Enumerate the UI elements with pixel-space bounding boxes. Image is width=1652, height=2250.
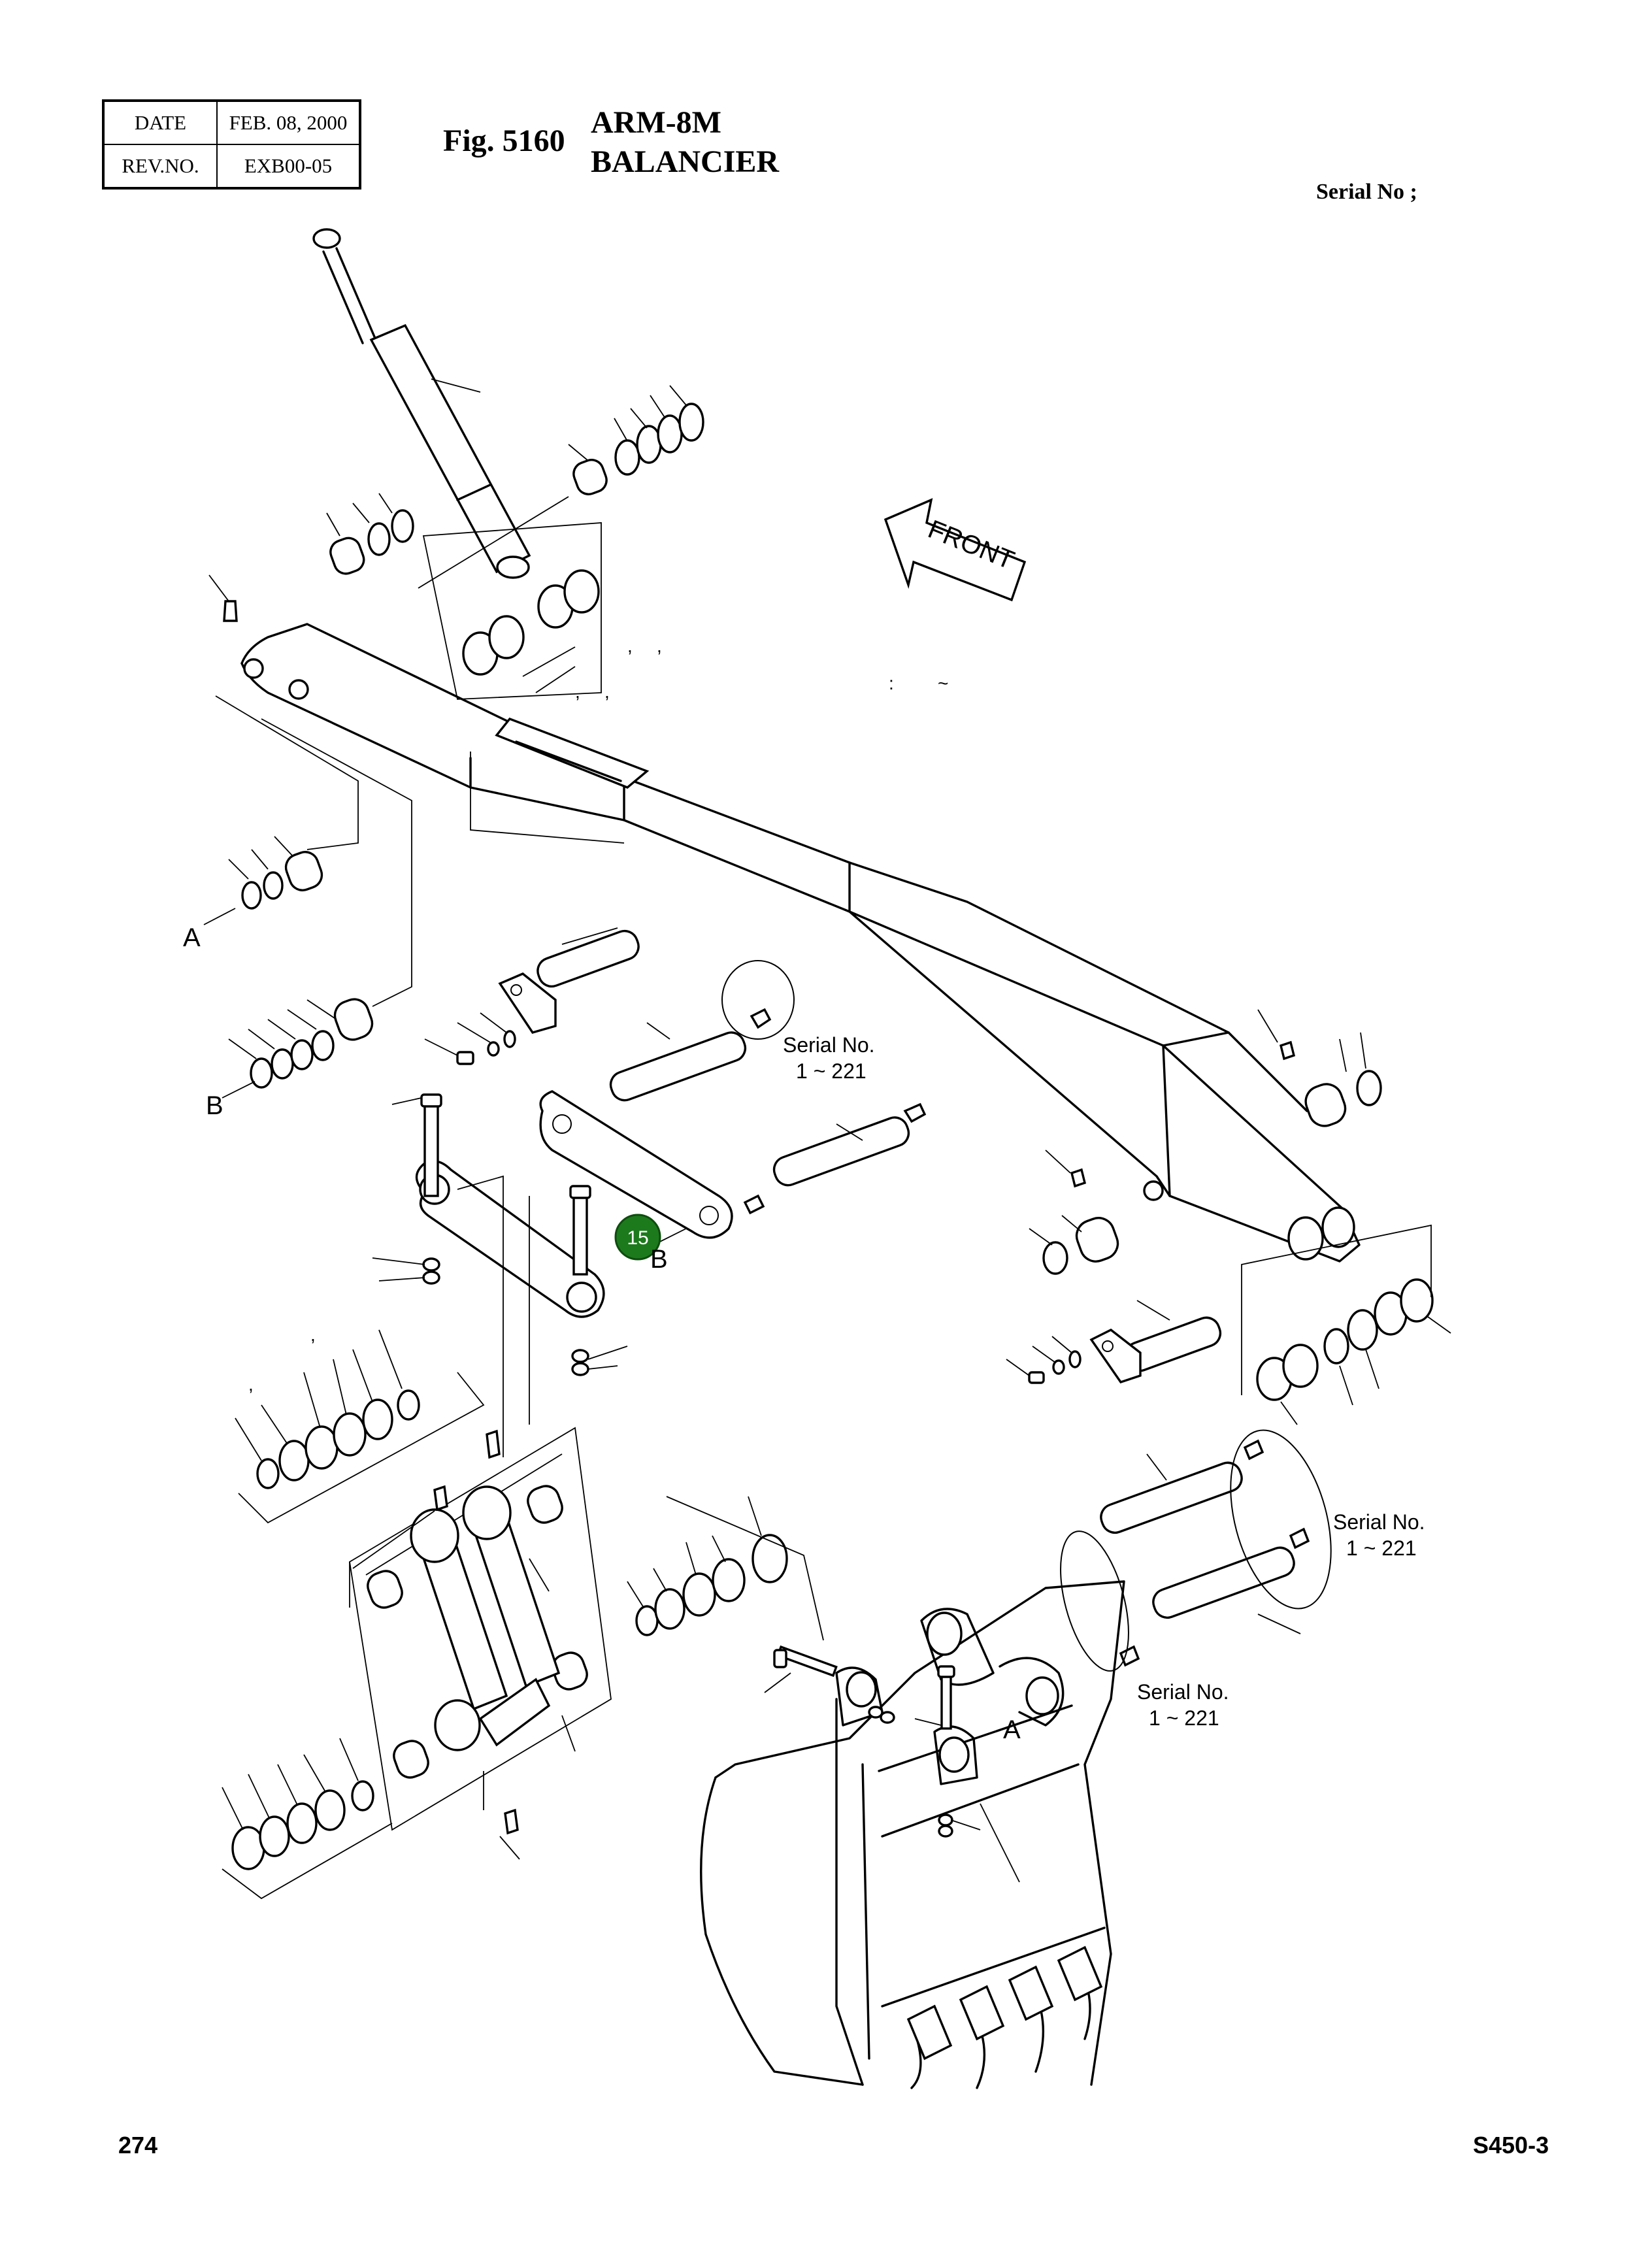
text-comma-2: , <box>657 636 662 656</box>
figure-title: ARM-8M BALANCIER <box>591 103 779 182</box>
figure-title-line2: BALANCIER <box>591 144 780 179</box>
serial-note-3: Serial No. 1 ~ 221 <box>1137 1680 1229 1730</box>
serial-note-1-line2: 1 ~ 221 <box>796 1059 867 1083</box>
item-badge-number: 15 <box>627 1227 648 1249</box>
text-comma-6: , <box>248 1374 254 1395</box>
date-value: FEB. 08, 2000 <box>216 100 361 145</box>
rev-value: EXB00-05 <box>216 144 361 189</box>
revision-info-table: DATE FEB. 08, 2000 REV.NO. EXB00-05 <box>102 99 361 190</box>
label-b-left: B <box>206 1091 223 1120</box>
serial-note-2-line1: Serial No. <box>1333 1510 1425 1534</box>
bushing-group-right-upper <box>1304 1032 1382 1127</box>
text-comma-5: , <box>310 1325 316 1345</box>
washer-set-top-right <box>568 385 704 495</box>
washer-set-right <box>1241 1224 1451 1425</box>
hydraulic-cylinder <box>312 228 531 579</box>
grease-nipple-top-left <box>208 574 238 622</box>
pin-with-plate-left <box>424 927 640 1065</box>
model-number: S450-3 <box>1473 2132 1549 2159</box>
arm-body <box>240 623 1361 1263</box>
washer-stack-bottom-left <box>222 1738 393 1900</box>
pin-with-plate-right <box>1006 1300 1222 1384</box>
pin-bucket-upper <box>1100 1439 1264 1534</box>
grease-nipples-right <box>1045 1009 1296 1188</box>
serial-note-2: Serial No. 1 ~ 221 <box>1333 1510 1425 1560</box>
serial-note-2-line2: 1 ~ 221 <box>1346 1536 1417 1560</box>
serial-note-3-line2: 1 ~ 221 <box>1149 1706 1219 1730</box>
link-plate-upper <box>539 1090 733 1246</box>
label-b-link: B <box>650 1245 668 1274</box>
serial-note-3-line1: Serial No. <box>1137 1680 1229 1704</box>
bushing-group-b <box>222 718 412 1099</box>
link-assembly-frame <box>349 1427 612 1860</box>
pin-center-lower <box>743 1102 927 1215</box>
figure-title-line1: ARM-8M <box>591 105 721 140</box>
date-label: DATE <box>103 100 218 145</box>
large-washers-center <box>418 496 602 700</box>
bushing-group-right-lower <box>1029 1215 1119 1275</box>
item-badge-circle <box>614 1214 661 1261</box>
label-a-bucket: A <box>1003 1715 1021 1744</box>
washer-set-top-left <box>326 493 414 575</box>
item-badge-15[interactable]: 15 <box>614 1214 661 1261</box>
bushing-group-a <box>203 695 359 925</box>
text-comma-1: , <box>627 636 633 656</box>
text-tilde: ~ <box>938 673 948 693</box>
bucket <box>700 1580 1125 2089</box>
page-number: 274 <box>118 2132 158 2159</box>
rev-label: REV.NO. <box>103 144 218 189</box>
text-colon: : <box>889 673 894 693</box>
text-comma-4: , <box>604 682 610 702</box>
washer-stack-bucket-left <box>627 1496 824 1641</box>
serial-note-1-line1: Serial No. <box>783 1033 875 1057</box>
pin-center-upper <box>609 960 795 1102</box>
serial-heading: Serial No ; <box>1316 180 1417 204</box>
pin-bucket-lower <box>1060 1429 1332 1672</box>
bolts-and-nuts <box>372 1093 628 1376</box>
label-a-left: A <box>183 923 201 952</box>
figure-number: Fig. 5160 <box>443 124 565 158</box>
washer-stack-mid-left <box>235 1329 485 1524</box>
front-direction-arrow: FRONT <box>884 498 1027 602</box>
serial-note-1: Serial No. 1 ~ 221 <box>783 1033 875 1083</box>
text-comma-3: , <box>575 682 580 702</box>
